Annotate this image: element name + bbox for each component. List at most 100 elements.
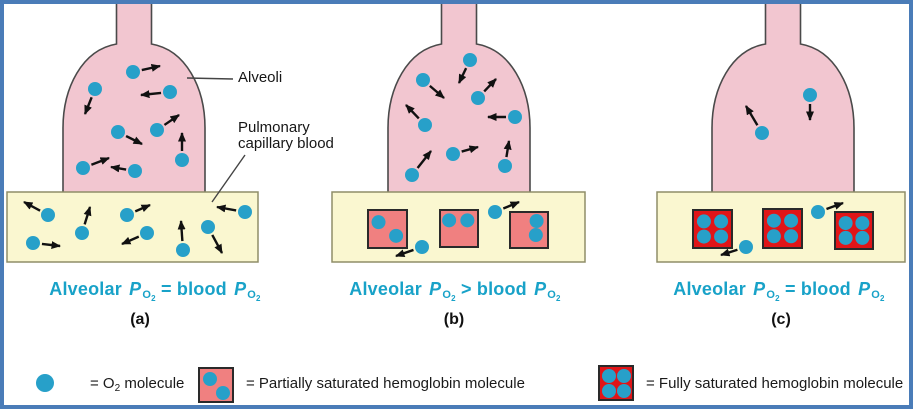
motion-arrow (121, 235, 140, 246)
caption-text-part: Alveolar (349, 279, 428, 299)
panel-b-caption: Alveolar PO2 > blood PO2 (325, 279, 585, 303)
o2-dot (126, 65, 140, 79)
caption-text-part: 2 (451, 294, 456, 303)
caption-text-part: > blood (455, 279, 533, 299)
bound-o2-dot (855, 216, 870, 231)
caption-text-part: Alveolar (673, 279, 752, 299)
motion-arrow (744, 105, 759, 126)
o2-molecule (416, 73, 445, 99)
o2-molecule (446, 145, 479, 161)
panel-a-caption: Alveolar PO2 = blood PO2 (25, 279, 285, 303)
caption-text-part: O (547, 289, 557, 301)
motion-arrow (503, 140, 512, 158)
caption-text-part: P (234, 279, 247, 299)
motion-arrow (83, 96, 93, 115)
o2-dot (75, 226, 89, 240)
o2-molecule (23, 200, 55, 222)
caption-text-part: molecule (120, 375, 185, 392)
alveoli-pointer-line (186, 77, 234, 80)
o2-dot (463, 53, 477, 67)
pulmonary-pointer-line (211, 154, 246, 203)
caption-text-part: 2 (256, 294, 261, 303)
o2-molecule-legend-icon (36, 374, 54, 392)
motion-arrow (429, 84, 445, 99)
motion-arrow (110, 164, 127, 173)
o2-dot (128, 164, 142, 178)
bound-o2-dot (696, 229, 711, 244)
o2-molecule (176, 220, 190, 257)
fully-saturated-hemoglobin-legend-label: = Fully saturated hemoglobin molecule (646, 375, 903, 392)
caption-text-part: O (766, 289, 776, 301)
caption-text-part: P (129, 279, 142, 299)
caption-text-part: 2 (775, 294, 780, 303)
partially-saturated-hemoglobin (367, 209, 408, 249)
o2-molecule (405, 104, 432, 132)
o2-dot (471, 91, 485, 105)
motion-arrow (90, 156, 110, 166)
o2-dot-icon (602, 384, 616, 398)
motion-arrow (23, 200, 41, 212)
fully-saturated-hemoglobin-legend-icon (598, 365, 634, 401)
o2-dot-icon (617, 369, 631, 383)
o2-dot-icon (617, 384, 631, 398)
fully-saturated-hemoglobin (692, 209, 733, 249)
o2-molecule (110, 164, 142, 178)
motion-arrow (483, 78, 497, 93)
alveoli-label: Alveoli (238, 69, 283, 86)
o2-dot (488, 205, 502, 219)
caption-text-part: = O (90, 375, 115, 392)
o2-dot (120, 208, 134, 222)
caption-text-part: = Fully saturated hemoglobin molecule (646, 375, 904, 392)
panel-b (331, 3, 586, 263)
fully-saturated-hemoglobin (762, 208, 803, 249)
panel-c-caption: Alveolar PO2 = blood PO2 (649, 279, 909, 303)
motion-arrow (826, 201, 844, 211)
motion-arrow (141, 63, 161, 72)
o2-molecule (83, 82, 102, 115)
o2-dot (41, 208, 55, 222)
o2-molecule (498, 140, 512, 173)
partially-saturated-hemoglobin (439, 209, 479, 248)
bound-o2-dot (714, 214, 729, 229)
motion-arrow (720, 248, 738, 257)
motion-arrow (216, 204, 237, 213)
caption-text-part: 2 (880, 294, 885, 303)
pulmonary-label-line1: Pulmonary (238, 119, 310, 136)
bound-o2-dot (460, 213, 475, 228)
bound-o2-dot (696, 214, 711, 229)
panel-b-letter: (b) (443, 311, 465, 328)
caption-text-part: O (247, 289, 257, 301)
alveolus-sac (711, 3, 855, 197)
caption-text-part: = blood (155, 279, 233, 299)
o2-dot (418, 118, 432, 132)
motion-arrow (502, 200, 520, 210)
o2-molecule (744, 105, 769, 140)
o2-molecule-legend-label: = O2 molecule (90, 375, 184, 394)
motion-arrow (41, 241, 61, 250)
o2-dot (76, 161, 90, 175)
motion-arrow (457, 67, 468, 84)
o2-molecule (488, 200, 520, 219)
o2-molecule (720, 240, 753, 257)
o2-dot (405, 168, 419, 182)
o2-dot (238, 205, 252, 219)
bound-o2-dot (838, 216, 853, 231)
partially-saturated-hemoglobin-legend-label: = Partially saturated hemoglobin molecul… (246, 375, 525, 392)
bound-o2-dot (784, 213, 799, 228)
o2-molecule (140, 85, 177, 99)
o2-molecule (471, 78, 497, 105)
o2-molecule (75, 206, 92, 240)
motion-arrow (177, 220, 186, 242)
o2-dot (176, 243, 190, 257)
o2-molecule (201, 220, 224, 254)
o2-dot (416, 73, 430, 87)
o2-dot (803, 88, 817, 102)
panel-a (6, 3, 259, 263)
motion-arrow (211, 234, 224, 254)
o2-molecule (175, 132, 189, 167)
o2-molecule (76, 156, 110, 175)
bound-o2-dot (766, 213, 781, 228)
caption-text-part: = Partially saturated hemoglobin molecul… (246, 375, 525, 392)
